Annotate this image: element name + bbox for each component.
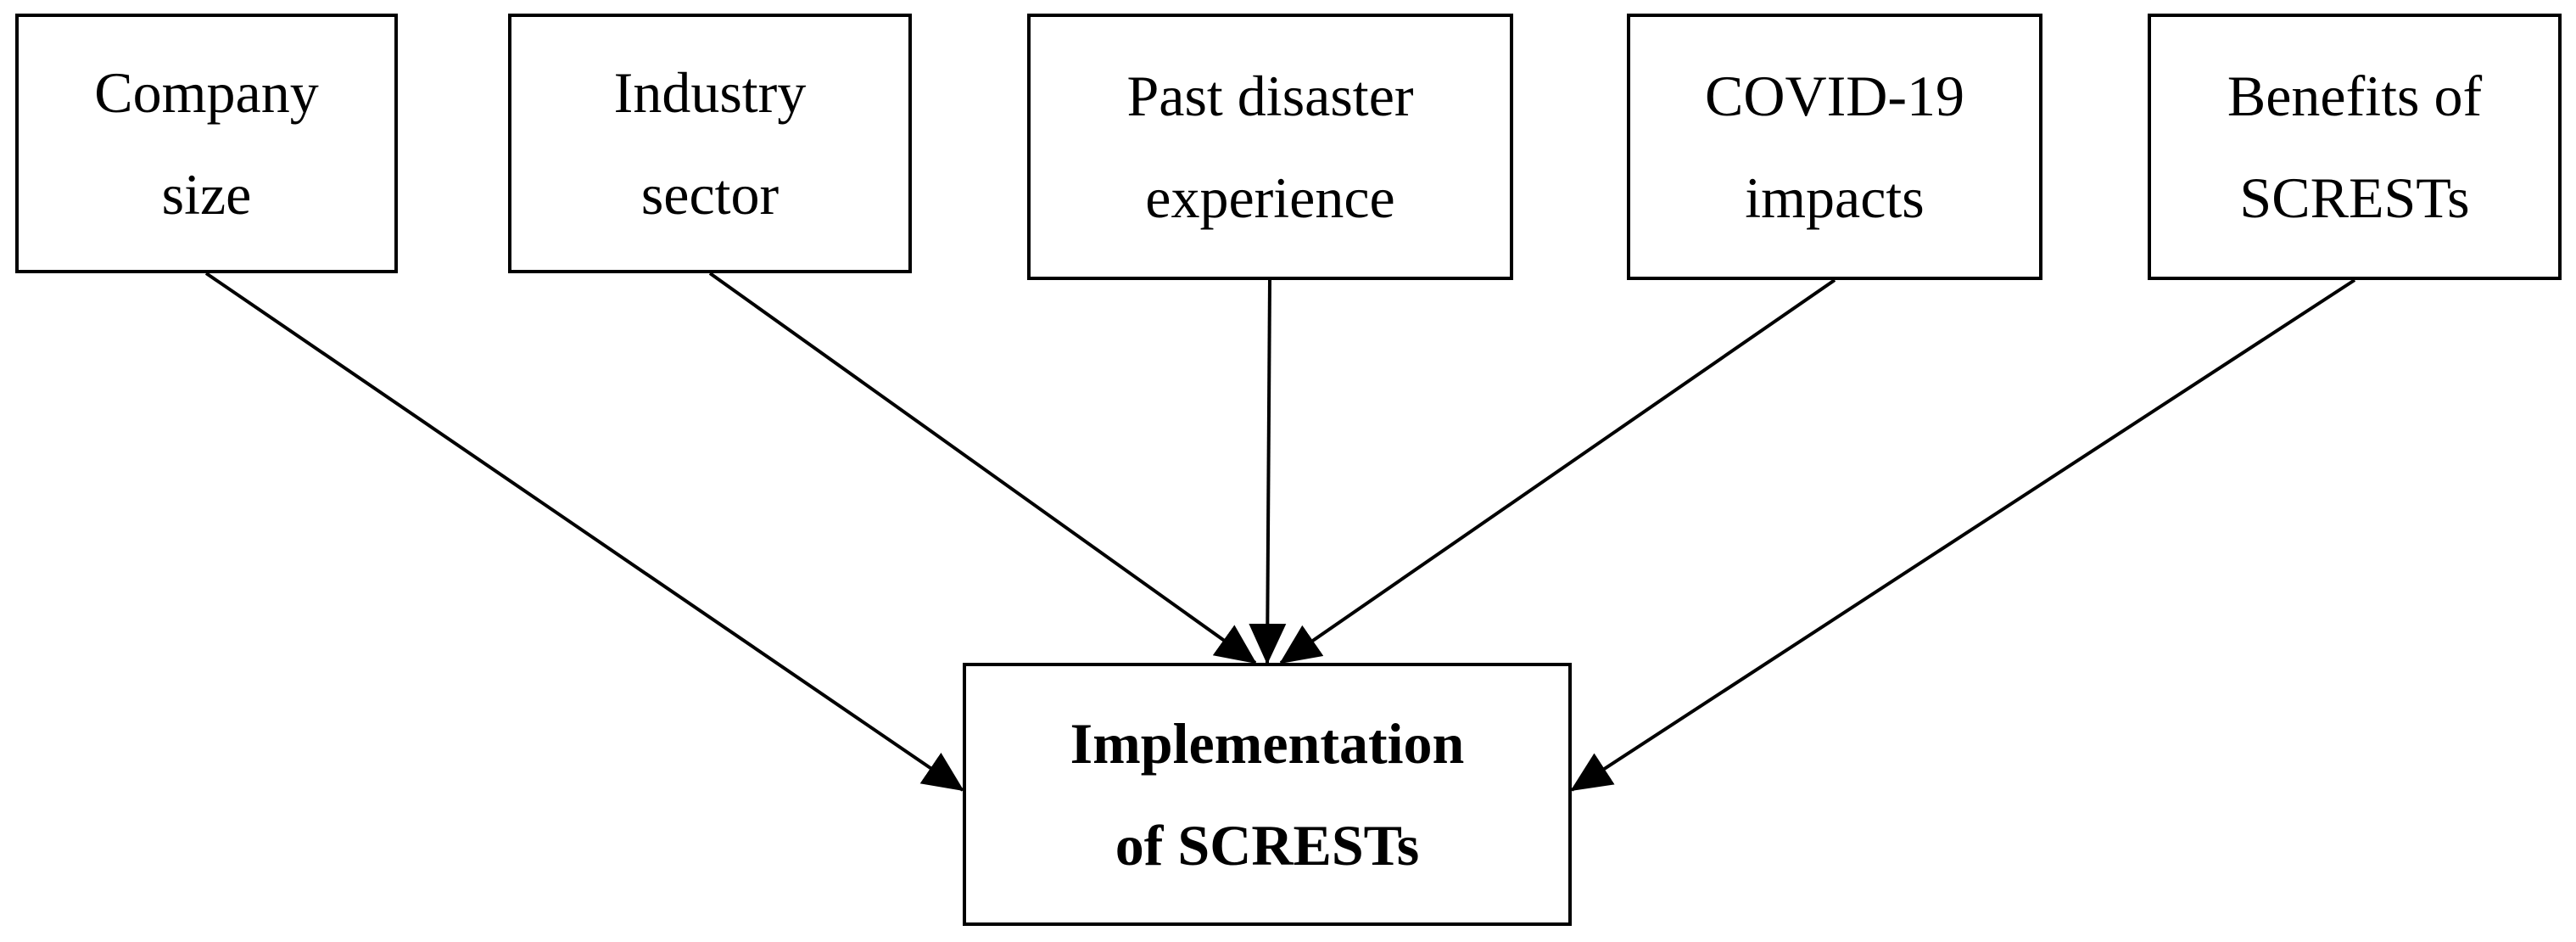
edge-company-size-to-target xyxy=(204,272,964,792)
node-industry-sector: Industry sector xyxy=(508,14,912,273)
node-implementation-of-scresTs: Implementation of SCRESTs xyxy=(963,663,1572,926)
node-company-size-line-1: Company xyxy=(94,60,319,125)
node-covid-19-impacts: COVID-19 impacts xyxy=(1627,14,2042,280)
node-benefits-of-scresTs: Benefits of SCRESTs xyxy=(2148,14,2562,280)
edge-past-disaster-experience-to-target xyxy=(1249,279,1287,664)
node-implementation-line-1: Implementation xyxy=(1070,711,1465,776)
node-covid-19-impacts-line-2: impacts xyxy=(1745,165,1925,230)
node-covid-19-impacts-line-1: COVID-19 xyxy=(1705,64,1964,128)
node-industry-sector-line-2: sector xyxy=(640,162,780,227)
edge-industry-sector-to-target xyxy=(708,272,1257,664)
node-industry-sector-line-1: Industry xyxy=(613,60,807,125)
edge-benefits-of-scresTs-to-target xyxy=(1570,278,2356,792)
node-past-disaster-experience: Past disaster experience xyxy=(1027,14,1513,280)
edge-covid-19-impacts-to-target xyxy=(1279,278,1836,664)
node-past-disaster-experience-line-1: Past disaster xyxy=(1126,64,1414,128)
node-implementation-line-2: of SCRESTs xyxy=(1115,813,1420,878)
node-company-size-line-2: size xyxy=(161,162,252,227)
node-past-disaster-experience-line-2: experience xyxy=(1145,165,1395,230)
node-company-size: Company size xyxy=(15,14,398,273)
node-benefits-of-scresTs-line-1: Benefits of xyxy=(2227,64,2483,128)
node-benefits-of-scresTs-line-2: SCRESTs xyxy=(2239,165,2470,230)
